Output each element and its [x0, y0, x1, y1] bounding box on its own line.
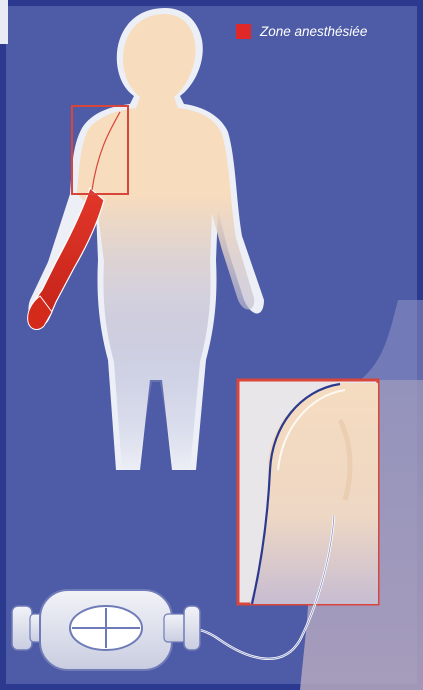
legend: Zone anesthésiée: [236, 24, 367, 39]
top-left-corner-patch: [0, 0, 8, 44]
zoom-inset: [238, 380, 378, 604]
pump-right-cap: [184, 606, 200, 650]
pump-left-cap: [12, 606, 32, 650]
legend-label: Zone anesthésiée: [260, 24, 367, 39]
pump-right-tube: [164, 614, 186, 642]
legend-swatch-icon: [236, 24, 251, 39]
